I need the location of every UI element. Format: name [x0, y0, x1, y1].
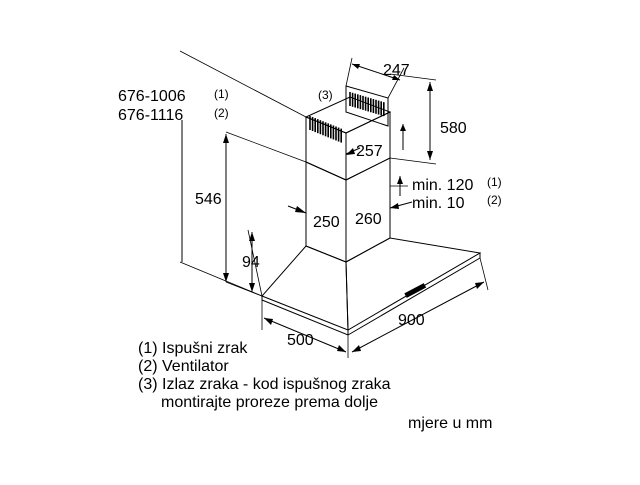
label-chimney-width: 257 — [356, 143, 383, 160]
legend-item-3: (3) Izlaz zraka - kod ispušnog zraka — [138, 376, 391, 393]
label-min-gap-1: min. 120 — [412, 177, 473, 194]
label-hood-width: 900 — [398, 312, 425, 329]
label-hood-height: 94 — [242, 254, 260, 271]
label-outlet-note: (3) — [318, 88, 333, 102]
lower-chimney-front — [305, 161, 347, 263]
label-lower-duct-height: 546 — [195, 191, 222, 208]
label-min-gap-2-note: (2) — [487, 193, 502, 207]
exhaust-slots — [309, 92, 385, 143]
lower-chimney-side — [345, 157, 391, 263]
canopy-rim — [261, 253, 481, 336]
label-lower-duct-width: 250 — [313, 214, 340, 231]
label-chimney-depth: 247 — [383, 62, 410, 79]
legend-item-1: (1) Ispušni zrak — [138, 340, 248, 357]
label-height-range-1: 676-1006 — [118, 88, 186, 105]
label-min-gap-2: min. 10 — [412, 195, 465, 212]
label-height-range-2-note: (2) — [214, 106, 229, 120]
legend-item-3-continued: montirajte proreze prema dolje — [161, 394, 378, 411]
units-note: mjere u mm — [408, 415, 492, 432]
label-chimney-height: 580 — [440, 120, 467, 137]
legend-item-2: (2) Ventilator — [138, 358, 229, 375]
label-height-range-1-note: (1) — [214, 87, 229, 101]
label-min-gap-1-note: (1) — [487, 175, 502, 189]
label-lower-duct-depth: 260 — [355, 211, 382, 228]
label-height-range-2: 676-1116 — [118, 107, 183, 124]
upper-chimney-top — [304, 96, 392, 134]
control-panel — [404, 283, 427, 298]
rear-chimney-piece — [345, 85, 389, 127]
dimension-lines — [179, 50, 489, 358]
legend: (1) Ispušni zrak (2) Ventilator (3) Izla… — [138, 340, 492, 432]
label-hood-depth: 500 — [287, 332, 314, 349]
control-buttons — [404, 283, 427, 298]
dimension-labels: 676-1006 (1) 676-1116 (2) (3) 247 580 25… — [118, 62, 502, 349]
